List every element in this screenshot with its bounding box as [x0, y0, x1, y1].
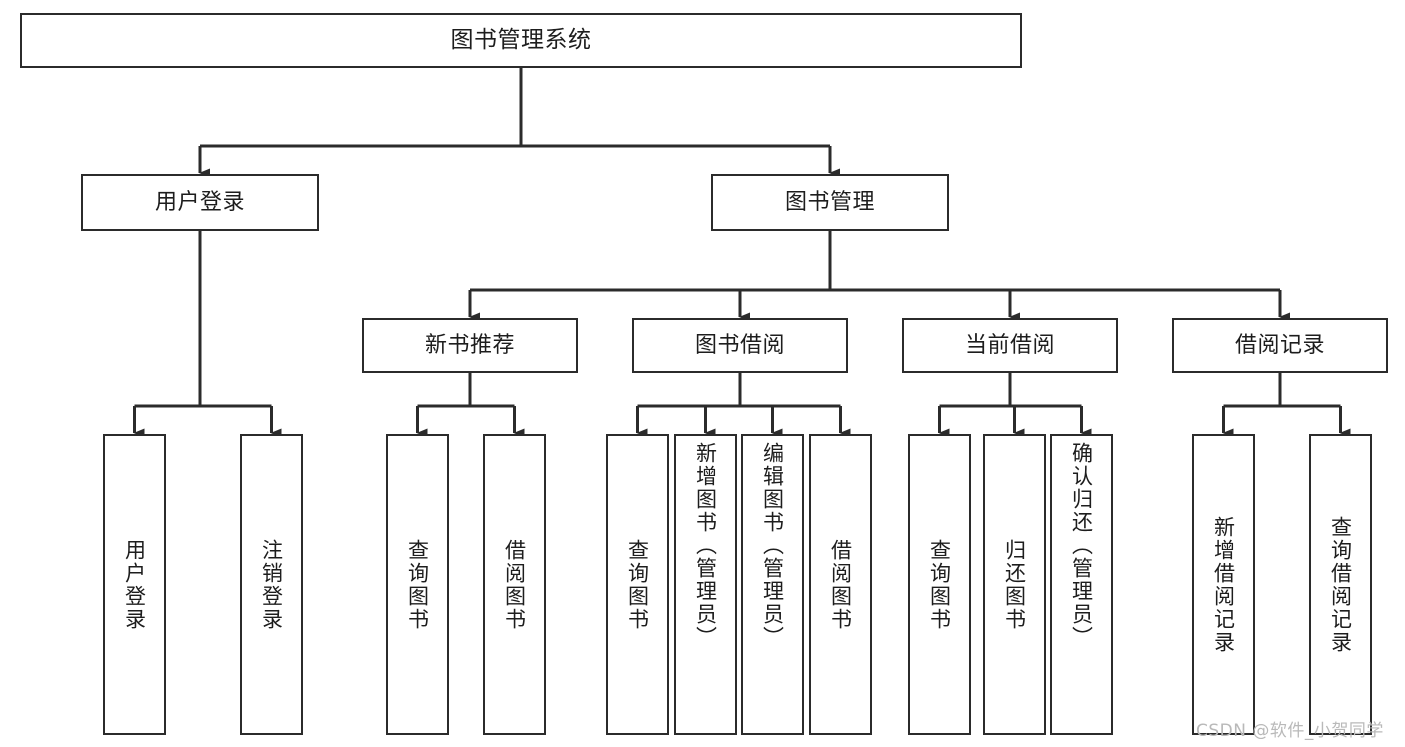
node-current[interactable]: 当前借阅: [902, 318, 1118, 373]
watermark: CSDN @软件_小贺同学: [1196, 721, 1384, 741]
node-l-nb-borrow[interactable]: 借阅图书: [483, 434, 546, 735]
node-l-bo-lend[interactable]: 借阅图书: [809, 434, 872, 735]
node-label: 新增图书（管理员）: [693, 442, 718, 649]
node-label: 借阅记录: [1234, 332, 1325, 358]
node-bookmgmt[interactable]: 图书管理: [711, 174, 949, 231]
node-label: 借阅图书: [828, 538, 853, 631]
node-l-logout[interactable]: 注销登录: [240, 434, 303, 735]
node-l-bo-edit[interactable]: 编辑图书（管理员）: [741, 434, 804, 735]
node-records[interactable]: 借阅记录: [1172, 318, 1388, 373]
node-label: 图书借阅: [694, 332, 785, 358]
node-label: 确认归还（管理员）: [1069, 442, 1094, 649]
node-label: 查询图书: [405, 538, 430, 631]
node-label: 图书管理: [784, 189, 875, 215]
node-borrow[interactable]: 图书借阅: [632, 318, 848, 373]
node-label: 新增借阅记录: [1211, 515, 1236, 654]
node-label: 查询图书: [625, 538, 650, 631]
node-l-cu-confirm[interactable]: 确认归还（管理员）: [1050, 434, 1113, 735]
node-label: 当前借阅: [964, 332, 1055, 358]
node-l-userlogin[interactable]: 用户登录: [103, 434, 166, 735]
node-l-bo-add[interactable]: 新增图书（管理员）: [674, 434, 737, 735]
node-root[interactable]: 图书管理系统: [20, 13, 1022, 68]
node-l-nb-query[interactable]: 查询图书: [386, 434, 449, 735]
node-l-cu-return[interactable]: 归还图书: [983, 434, 1046, 735]
node-label: 新书推荐: [424, 332, 515, 358]
node-l-bo-query[interactable]: 查询图书: [606, 434, 669, 735]
node-label: 图书管理系统: [450, 27, 592, 54]
node-label: 用户登录: [122, 538, 147, 631]
node-label: 用户登录: [154, 189, 245, 215]
node-l-re-query[interactable]: 查询借阅记录: [1309, 434, 1372, 735]
node-label: 借阅图书: [502, 538, 527, 631]
node-label: 查询图书: [927, 538, 952, 631]
node-login[interactable]: 用户登录: [81, 174, 319, 231]
node-label: 编辑图书（管理员）: [760, 442, 785, 649]
node-label: 归还图书: [1002, 538, 1027, 631]
node-l-re-add[interactable]: 新增借阅记录: [1192, 434, 1255, 735]
node-newbooks[interactable]: 新书推荐: [362, 318, 578, 373]
node-l-cu-query[interactable]: 查询图书: [908, 434, 971, 735]
node-label: 注销登录: [259, 538, 284, 631]
node-label: 查询借阅记录: [1328, 515, 1353, 654]
